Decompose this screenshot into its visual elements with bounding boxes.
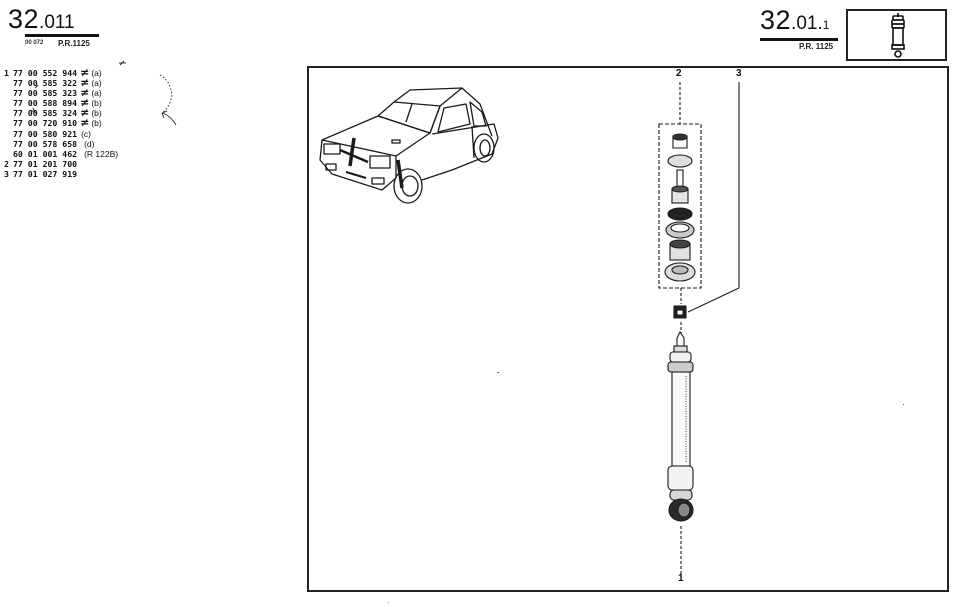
part-number: 77 00 585 322 <box>13 78 78 89</box>
right-section-header: 32.01.1 <box>760 7 829 34</box>
list-item[interactable]: 77 00 588 894≠(b) <box>4 96 118 110</box>
list-item[interactable]: 77 00 585 324≠(b) <box>4 106 118 120</box>
diagram-frame <box>307 66 949 592</box>
part-note: (R 122B) <box>84 148 119 159</box>
list-item[interactable]: 77 00 720 910≠(b) <box>4 116 118 130</box>
list-item[interactable]: 77 00 580 921(c) <box>4 129 118 139</box>
not-equal-icon: ≠ <box>80 66 90 79</box>
part-number: 77 00 580 921 <box>13 128 78 139</box>
list-item[interactable]: 3 77 01 027 919 <box>4 169 118 179</box>
part-number: 77 01 027 919 <box>13 168 78 179</box>
part-note: (b) <box>91 98 102 109</box>
part-note: (c) <box>81 128 92 139</box>
list-item[interactable]: 2 77 01 201 700 <box>4 159 118 169</box>
section-major: 32 <box>8 4 40 34</box>
exploded-view <box>658 82 740 578</box>
part-note: (a) <box>91 88 102 99</box>
part-number: 77 00 585 324 <box>13 108 78 119</box>
part-number: 77 00 588 894 <box>13 98 78 109</box>
part-note: (d) <box>84 138 95 149</box>
callout-label-2: 2 <box>676 68 682 79</box>
section-minor: .011 <box>39 12 75 33</box>
left-sub-code: 00 072 <box>25 40 44 46</box>
car-illustration <box>319 87 499 204</box>
part-note: (b) <box>91 108 102 119</box>
item-ref: 1 <box>4 68 9 78</box>
part-note: (a) <box>91 68 102 78</box>
section-suffix: 1 <box>822 18 830 32</box>
right-header-rule <box>760 38 838 41</box>
part-number: 77 00 578 658 <box>13 138 78 149</box>
list-item[interactable]: 77 00 585 322≠(a) <box>4 76 118 90</box>
not-equal-icon: ≠ <box>80 116 90 130</box>
not-equal-icon: ≠ <box>80 106 90 120</box>
list-item[interactable]: 77 00 585 323≠(a) <box>4 86 118 100</box>
part-note: (b) <box>91 118 102 129</box>
not-equal-icon: ≠ <box>80 76 90 90</box>
part-number: 60 01 001 462 <box>13 148 78 159</box>
part-number: 77 00 585 323 <box>13 88 78 99</box>
callout-label-1: 1 <box>678 573 684 584</box>
part-number: 77 01 201 700 <box>13 158 78 169</box>
part-number: 77 00 552 944 <box>13 68 78 78</box>
section-minor: .01. <box>791 13 823 34</box>
part-note: (a) <box>91 78 102 89</box>
item-ref: 3 <box>4 168 9 179</box>
not-equal-icon: ≠ <box>80 86 90 100</box>
scan-speck <box>903 404 904 405</box>
list-item[interactable]: 1 77 00 552 944≠(a) <box>4 66 118 79</box>
right-sub-ref: P.R. 1125 <box>799 42 834 51</box>
list-item[interactable]: 60 01 001 462 (R 122B) <box>4 149 118 159</box>
left-header-rule <box>25 34 99 37</box>
left-sub-ref: P.R.1125 <box>58 39 90 48</box>
callout-label-3: 3 <box>736 68 742 79</box>
not-equal-icon: ≠ <box>80 96 90 110</box>
handwritten-annotations <box>29 60 177 126</box>
part-number: 77 00 720 910 <box>13 118 78 129</box>
item-ref: 2 <box>4 158 9 169</box>
thumbnail-box <box>846 9 947 61</box>
scan-speck <box>388 602 389 603</box>
section-major: 32 <box>760 5 792 35</box>
shock-absorber-icon <box>891 13 905 58</box>
left-section-header: 32.011 <box>8 6 75 33</box>
scan-speck <box>497 372 499 373</box>
list-item[interactable]: 77 00 578 658 (d) <box>4 139 118 149</box>
